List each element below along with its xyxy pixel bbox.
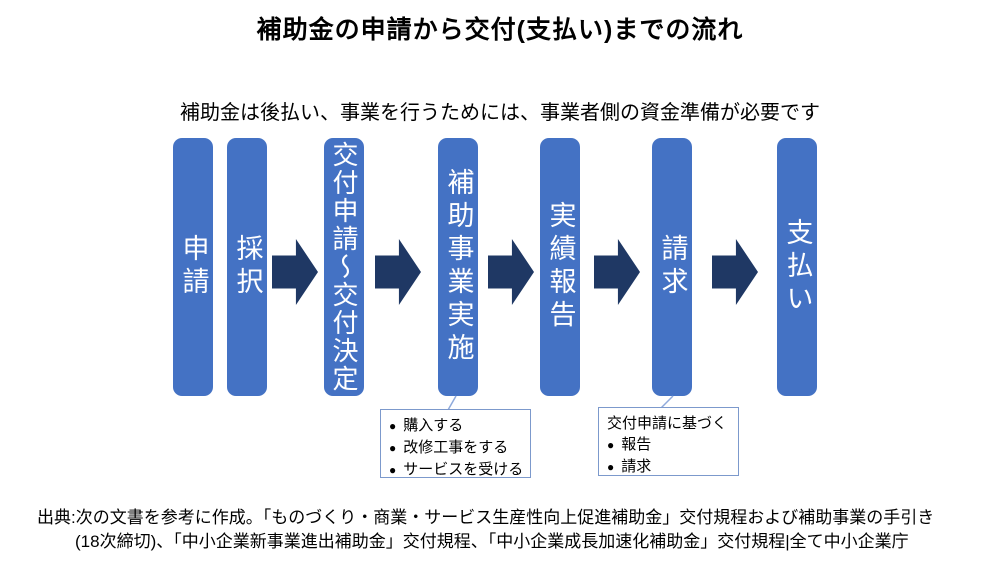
callout-seikyu-basis: 交付申請に基づく ● 報告 ● 請求 <box>598 407 739 476</box>
callout-jigyo-jisshi-examples: ● 購入する ● 改修工事をする ● サービスを受ける <box>380 409 531 478</box>
flow-step-jisseki-hokoku: 実績報告 <box>540 138 580 396</box>
flow-step-label: 実績報告 <box>545 201 576 333</box>
flow-step-shinsei: 申請 <box>173 138 213 396</box>
bullet-list-item: ● 請求 <box>607 456 730 478</box>
flow-step-label: 交付申請〜交付決定 <box>329 141 359 393</box>
callout-item-text: サービスを受ける <box>403 461 524 478</box>
flow-step-label: 支払い <box>782 217 813 317</box>
source-note-line2: (18次締切)、「中小企業新事業進出補助金」交付規程、「中小企業成長加速化補助金… <box>75 532 909 551</box>
bullet-list-item: ● 報告 <box>607 434 730 456</box>
flow-arrow-icon <box>594 239 640 305</box>
source-note: 出典:次の文書を参考に作成。「ものづくり・商業・サービス生産性向上促進補助金」交… <box>37 506 987 554</box>
bullet-icon: ● <box>389 463 397 477</box>
flow-arrow-icon <box>712 239 758 305</box>
source-note-line1: 出典:次の文書を参考に作成。「ものづくり・商業・サービス生産性向上促進補助金」交… <box>37 508 935 527</box>
flow-step-label: 補助事業実施 <box>443 168 474 366</box>
callout-item-text: 請求 <box>621 458 652 475</box>
flow-step-label: 申請 <box>178 234 209 300</box>
bullet-list-item: ● サービスを受ける <box>389 459 524 481</box>
bullet-icon: ● <box>607 460 615 474</box>
bullet-list-item: ● 改修工事をする <box>389 437 522 459</box>
flow-step-label: 採択 <box>232 234 263 300</box>
page-title: 補助金の申請から交付(支払い)までの流れ <box>256 16 744 44</box>
bullet-list-item: ● 購入する <box>389 415 522 437</box>
flow-arrow-icon <box>375 239 421 305</box>
bullet-icon: ● <box>389 441 397 455</box>
flow-arrow-icon <box>488 239 534 305</box>
flow-arrow-icon <box>272 239 318 305</box>
flow-step-hojo-jigyo-jisshi: 補助事業実施 <box>438 138 478 396</box>
subtitle: 補助金は後払い、事業を行うためには、事業者側の資金準備が必要です <box>180 102 820 124</box>
bullet-icon: ● <box>607 438 615 452</box>
callout-item-text: 購入する <box>403 417 464 434</box>
flow-step-saitaku: 採択 <box>227 138 267 396</box>
flow-step-shiharai: 支払い <box>777 138 817 396</box>
callout-item-text: 報告 <box>621 436 652 453</box>
bullet-icon: ● <box>389 419 397 433</box>
flow-step-seikyu: 請求 <box>652 138 692 396</box>
callout-heading: 交付申請に基づく <box>607 415 728 432</box>
flow-step-kofu-shinsei-kettei: 交付申請〜交付決定 <box>324 138 364 396</box>
callout-item-text: 改修工事をする <box>403 439 509 456</box>
flow-step-label: 請求 <box>657 234 688 300</box>
